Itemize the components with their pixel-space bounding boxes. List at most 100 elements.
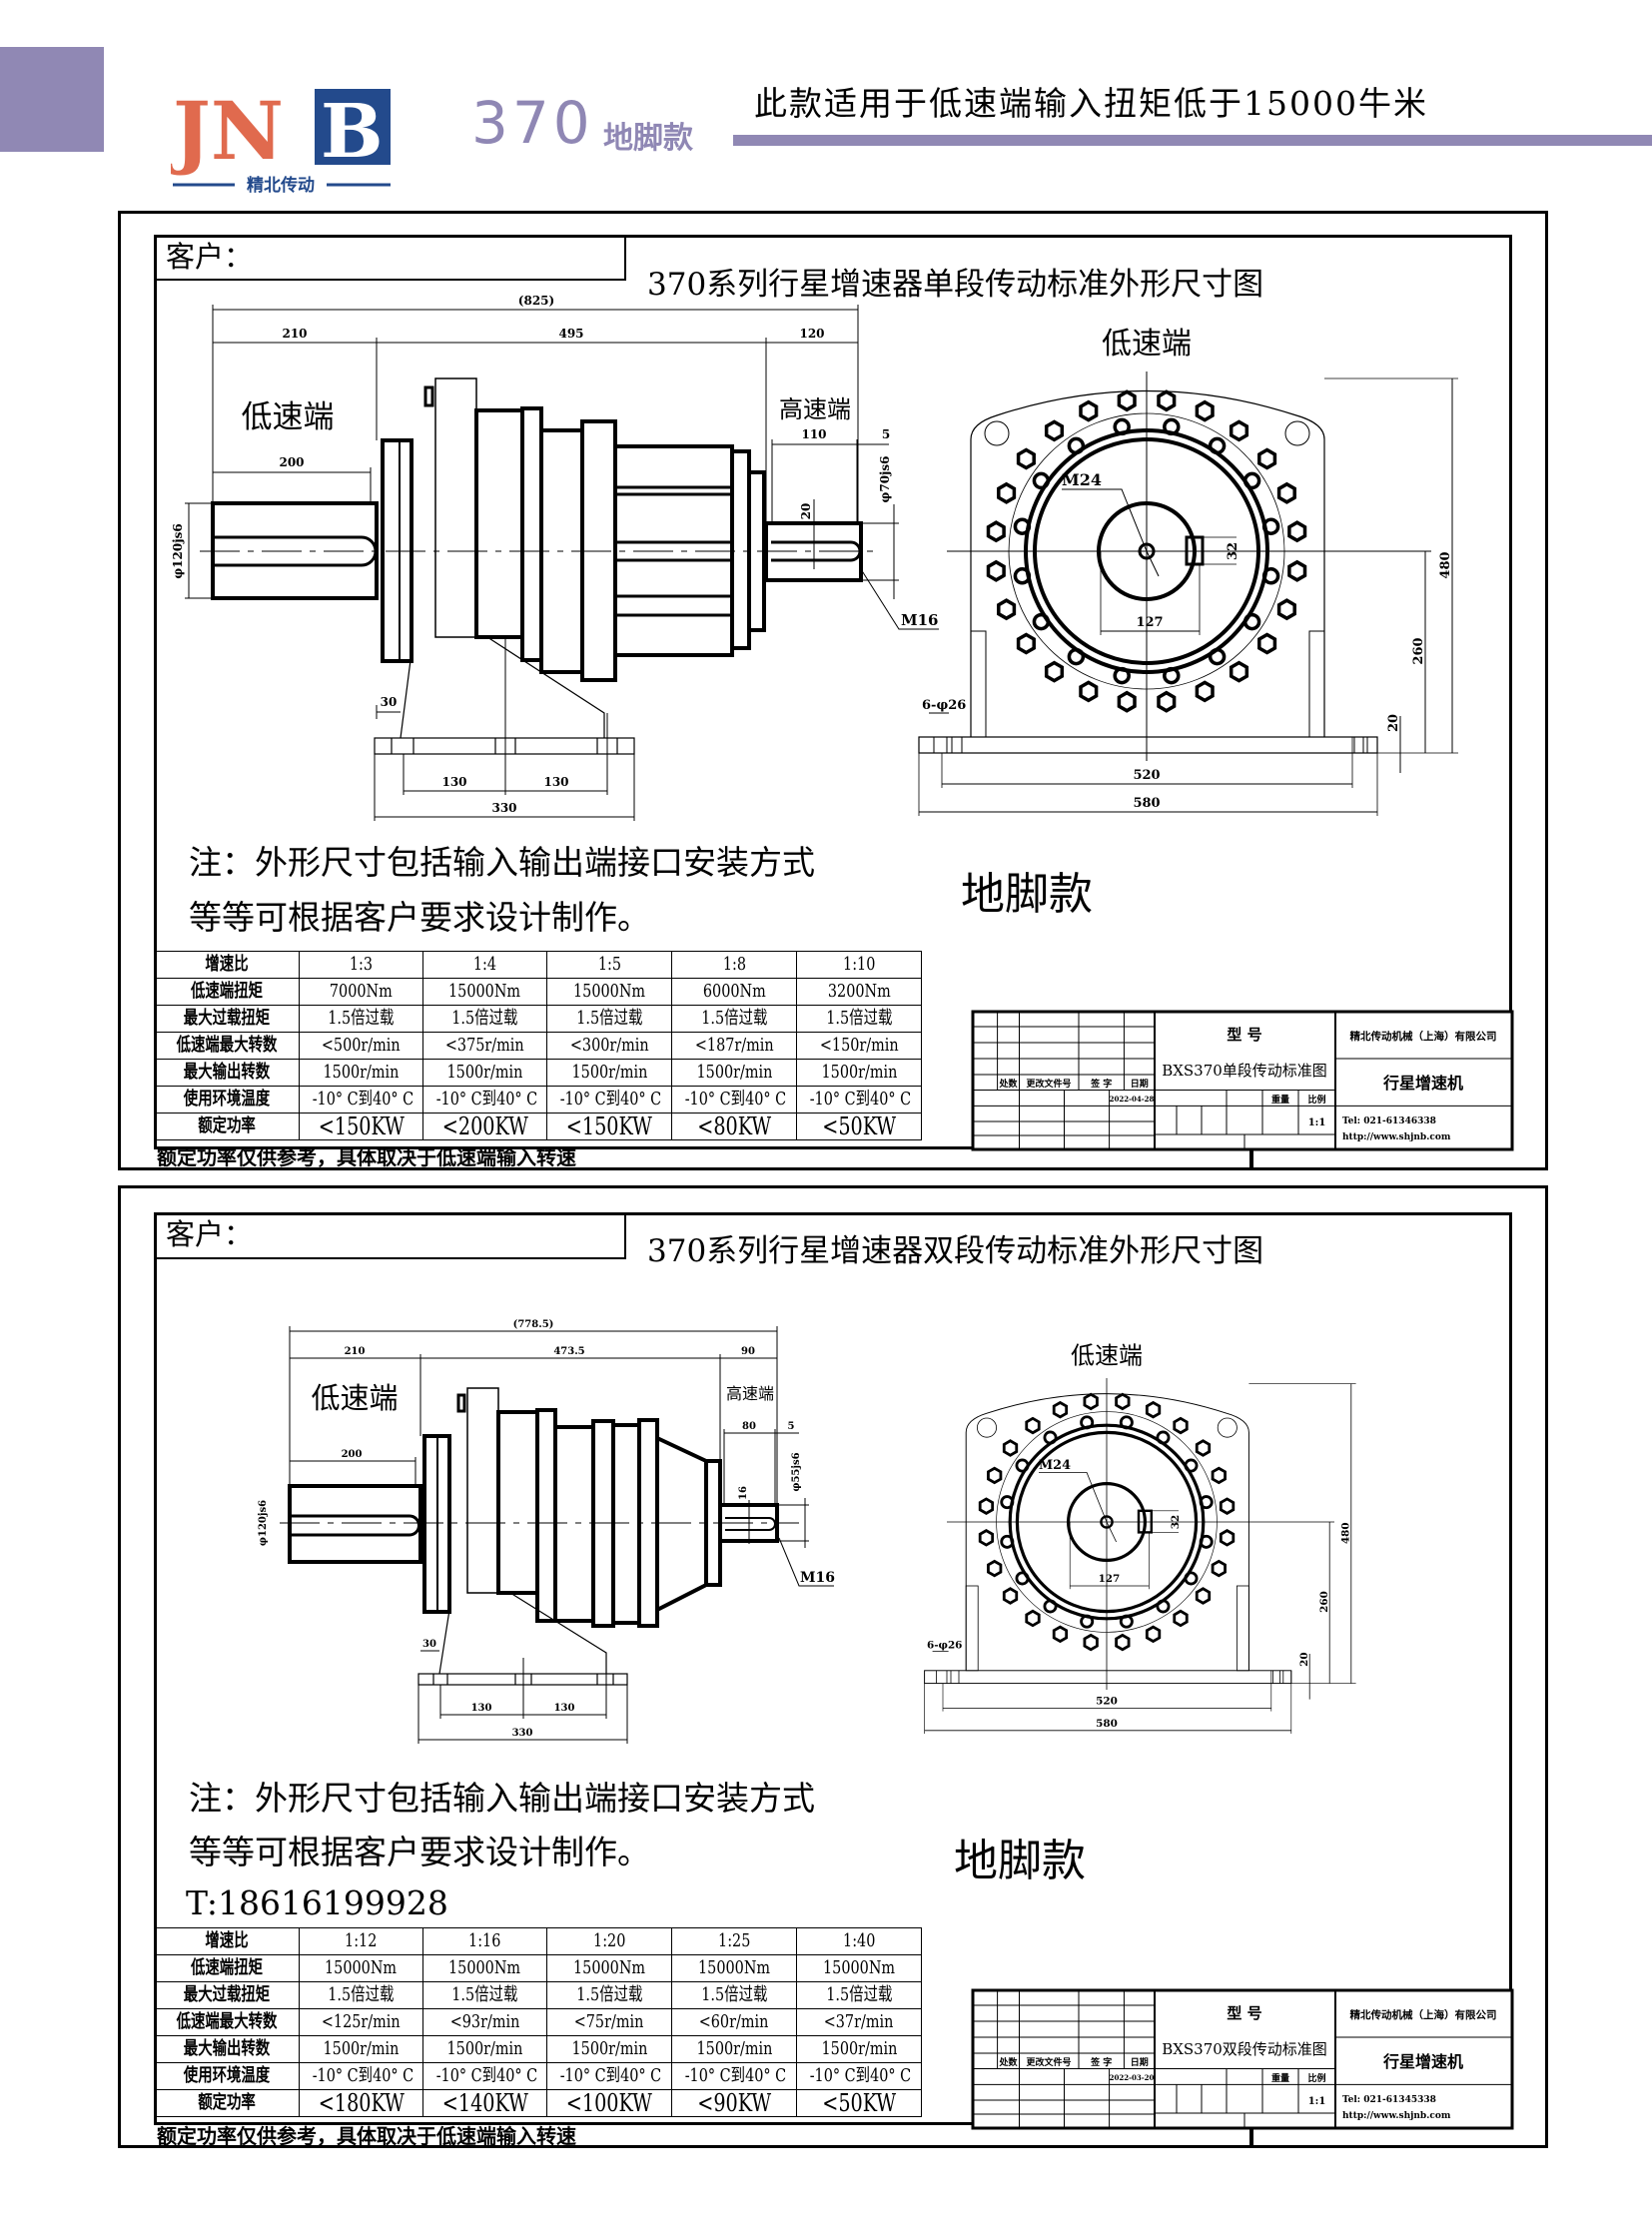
bolt-hex-outer (1115, 1633, 1131, 1652)
bolt-hex-outer (1211, 1466, 1227, 1485)
bolt-hole-inner (1013, 567, 1032, 585)
ratio: 1:4 (472, 954, 497, 975)
table-value: 1.5倍过载 (700, 1984, 768, 2005)
dim-flange-offset: 30 (381, 695, 398, 709)
bolt-hex-outer (1173, 1609, 1189, 1628)
bolt-hole-inner (1163, 417, 1181, 436)
table-value: -10° C到40° C (809, 2065, 912, 2086)
table-value-cell: 1500r/min (671, 2035, 797, 2063)
row-label: 低速端扭矩 (191, 981, 263, 1002)
dim-overall: (825) (518, 294, 554, 308)
table-row: 使用环境温度-10° C到40° C-10° C到40° C-10° C到40°… (154, 2062, 922, 2090)
row-label-cell: 额定功率 (154, 2089, 300, 2117)
table-value-cell: -10° C到40° C (299, 2062, 423, 2090)
row-label: 最大输出转数 (183, 1062, 271, 1083)
bolt-hex-outer (1002, 1439, 1019, 1457)
table-value: <300r/min (569, 1035, 649, 1056)
table-value: -10° C到40° C (684, 2065, 787, 2086)
table-value-cell: <93r/min (422, 2008, 547, 2036)
dim-base-holes: 6-φ26 (927, 1639, 962, 1651)
housing-stage (474, 408, 524, 639)
title-block-single: 处数更改文件号签 字日期2022-04-28型 号BXS370单段传动标准图重量… (971, 1010, 1514, 1151)
dim-key: 32 (1170, 1515, 1182, 1529)
dim-flange-offset: 30 (422, 1639, 436, 1650)
table-value-cell: 1500r/min (422, 1059, 547, 1087)
dim-output-length: 120 (799, 327, 824, 341)
lifting-hole (984, 420, 1010, 446)
housing-stage (496, 1410, 539, 1595)
table-value-cell: <80KW (671, 1113, 797, 1140)
table-value: 1500r/min (446, 2038, 523, 2059)
dim-input-shaft: 200 (279, 455, 304, 469)
bolt-hex-outer (1287, 559, 1307, 582)
table-row: 低速端最大转数<500r/min<375r/min<300r/min<187r/… (154, 1032, 922, 1060)
table-value: <50KW (822, 2089, 896, 2117)
table-value-cell: <100KW (546, 2089, 672, 2117)
dim-overall: (778.5) (513, 1319, 554, 1330)
dim-height: 480 (1339, 1522, 1351, 1544)
table-value: 1.5倍过载 (328, 1008, 395, 1029)
dim-output-shaft: 80 (742, 1421, 756, 1432)
bolt-hole-inner (1208, 647, 1227, 666)
table-value-cell: 1500r/min (422, 2035, 547, 2063)
bolt-hex-outer (1195, 399, 1215, 422)
dim-input-length: 210 (282, 327, 307, 341)
dim-base-width: 580 (1096, 1718, 1118, 1730)
ratio-cell: 1:3 (299, 951, 423, 979)
dim-output-diameter: φ70js6 (878, 455, 892, 502)
lifting-hole (976, 1417, 997, 1438)
rev-sign-label: 签 字 (1090, 2056, 1112, 2068)
mounting-plate (434, 377, 477, 638)
table-value-cell: 7000Nm (299, 978, 423, 1006)
weight-label: 重量 (1271, 2072, 1289, 2084)
row-label: 最大过载扭矩 (183, 1984, 271, 2005)
low-speed-label: 低速端 (242, 399, 335, 435)
sheet-title: 370系列行星增速器单段传动标准外形尺寸图 (647, 267, 1264, 303)
ratio: 1:12 (345, 1930, 378, 1951)
table-value: <180KW (318, 2089, 405, 2117)
dim-foot-a: 130 (471, 1703, 492, 1714)
bolt-hole-inner (1013, 517, 1032, 535)
table-value: -10° C到40° C (809, 1089, 912, 1110)
table-value-cell: 1500r/min (546, 2035, 672, 2063)
bolt-hex-outer (1052, 1400, 1069, 1419)
table-value: <50KW (822, 1113, 896, 1140)
table-value: <80KW (697, 1113, 771, 1140)
ratio: 1:3 (349, 954, 374, 975)
table-value-cell: <90KW (671, 2089, 797, 2117)
housing-stage (535, 1408, 557, 1623)
table-value-cell: -10° C到40° C (422, 2062, 547, 2090)
header-tagline: 此款适用于低速端输入扭矩低于15000牛米 (754, 84, 1428, 123)
gearbox-outline (288, 1387, 779, 1628)
rev-doc-label: 更改文件号 (1026, 2056, 1071, 2068)
table-value: 15000Nm (572, 1957, 646, 1978)
table-value: <37r/min (824, 2011, 894, 2032)
company-tel: Tel: 021-61346338 (1342, 1116, 1436, 1126)
dim-base-thickness: 20 (1386, 714, 1401, 732)
center-thread-label: M24 (1039, 1458, 1071, 1473)
row-label: 使用环境温度 (183, 1089, 271, 1110)
customer-label: 客户： (166, 1217, 254, 1251)
table-value-cell: <37r/min (796, 2008, 922, 2036)
dim-base-holes: 6-φ26 (922, 698, 966, 713)
scale-label: 比例 (1307, 2072, 1325, 2084)
bolt-hex-outer (1083, 1392, 1099, 1411)
table-value-cell: 15000Nm (299, 1954, 423, 1982)
bolt-hole-inner (1113, 417, 1131, 436)
table-value: <187r/min (694, 1035, 774, 1056)
dim-foot-b: 130 (543, 775, 568, 789)
table-value-cell: -10° C到40° C (671, 2062, 797, 2090)
table-value-cell: 1500r/min (299, 2035, 423, 2063)
scale-value: 1:1 (1308, 1117, 1326, 1128)
table-value-cell: <200KW (422, 1113, 547, 1140)
table-value-cell: 15000Nm (671, 1954, 797, 1982)
foot-bracket (374, 636, 635, 755)
table-value: <93r/min (449, 2011, 520, 2032)
table-value: -10° C到40° C (559, 2065, 662, 2086)
output-shaft (718, 1503, 779, 1543)
lifting-hole (1217, 1417, 1238, 1438)
table-value: <140KW (441, 2089, 528, 2117)
